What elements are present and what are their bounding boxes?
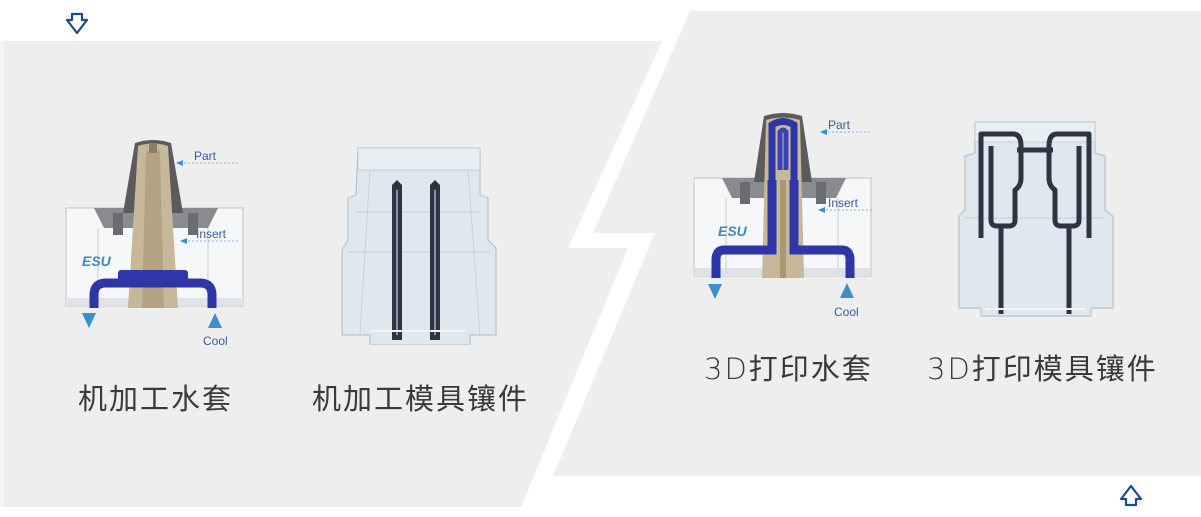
arrow-up-outline-icon xyxy=(1119,484,1143,507)
insert-label: Insert xyxy=(828,196,859,210)
3d-printed-water-jacket-diagram: ESU Part Insert Cool xyxy=(688,110,878,325)
cool-label: Cool xyxy=(834,305,859,319)
machined-water-jacket-diagram: ESU Part Insert Cool xyxy=(58,133,248,353)
scroll-up-button[interactable] xyxy=(1118,482,1144,508)
esu-logo: ESU xyxy=(82,253,112,269)
caption-machined-mold-insert: 机加工模具镶件 xyxy=(312,382,530,416)
cool-label: Cool xyxy=(203,334,228,348)
caption-3d-printed-mold-insert: 3D打印模具镶件 xyxy=(927,352,1158,386)
outflow-arrow-icon xyxy=(708,284,722,299)
esu-logo: ESU xyxy=(718,223,748,239)
scroll-down-button[interactable] xyxy=(64,11,90,37)
caption-3d-printed-water-jacket: 3D打印水套 xyxy=(704,352,873,386)
outflow-arrow-icon xyxy=(82,313,96,328)
inflow-arrow-icon xyxy=(840,283,854,298)
machined-mold-insert-image xyxy=(330,140,500,345)
insert-label: Insert xyxy=(196,227,227,241)
arrow-down-outline-icon xyxy=(65,12,89,35)
part-label: Part xyxy=(194,149,217,163)
inflow-arrow-icon xyxy=(208,313,222,328)
part-label: Part xyxy=(828,118,851,132)
3d-printed-mold-insert-image xyxy=(955,118,1115,318)
caption-machined-water-jacket: 机加工水套 xyxy=(78,382,234,416)
left-edge-strip xyxy=(0,41,4,507)
